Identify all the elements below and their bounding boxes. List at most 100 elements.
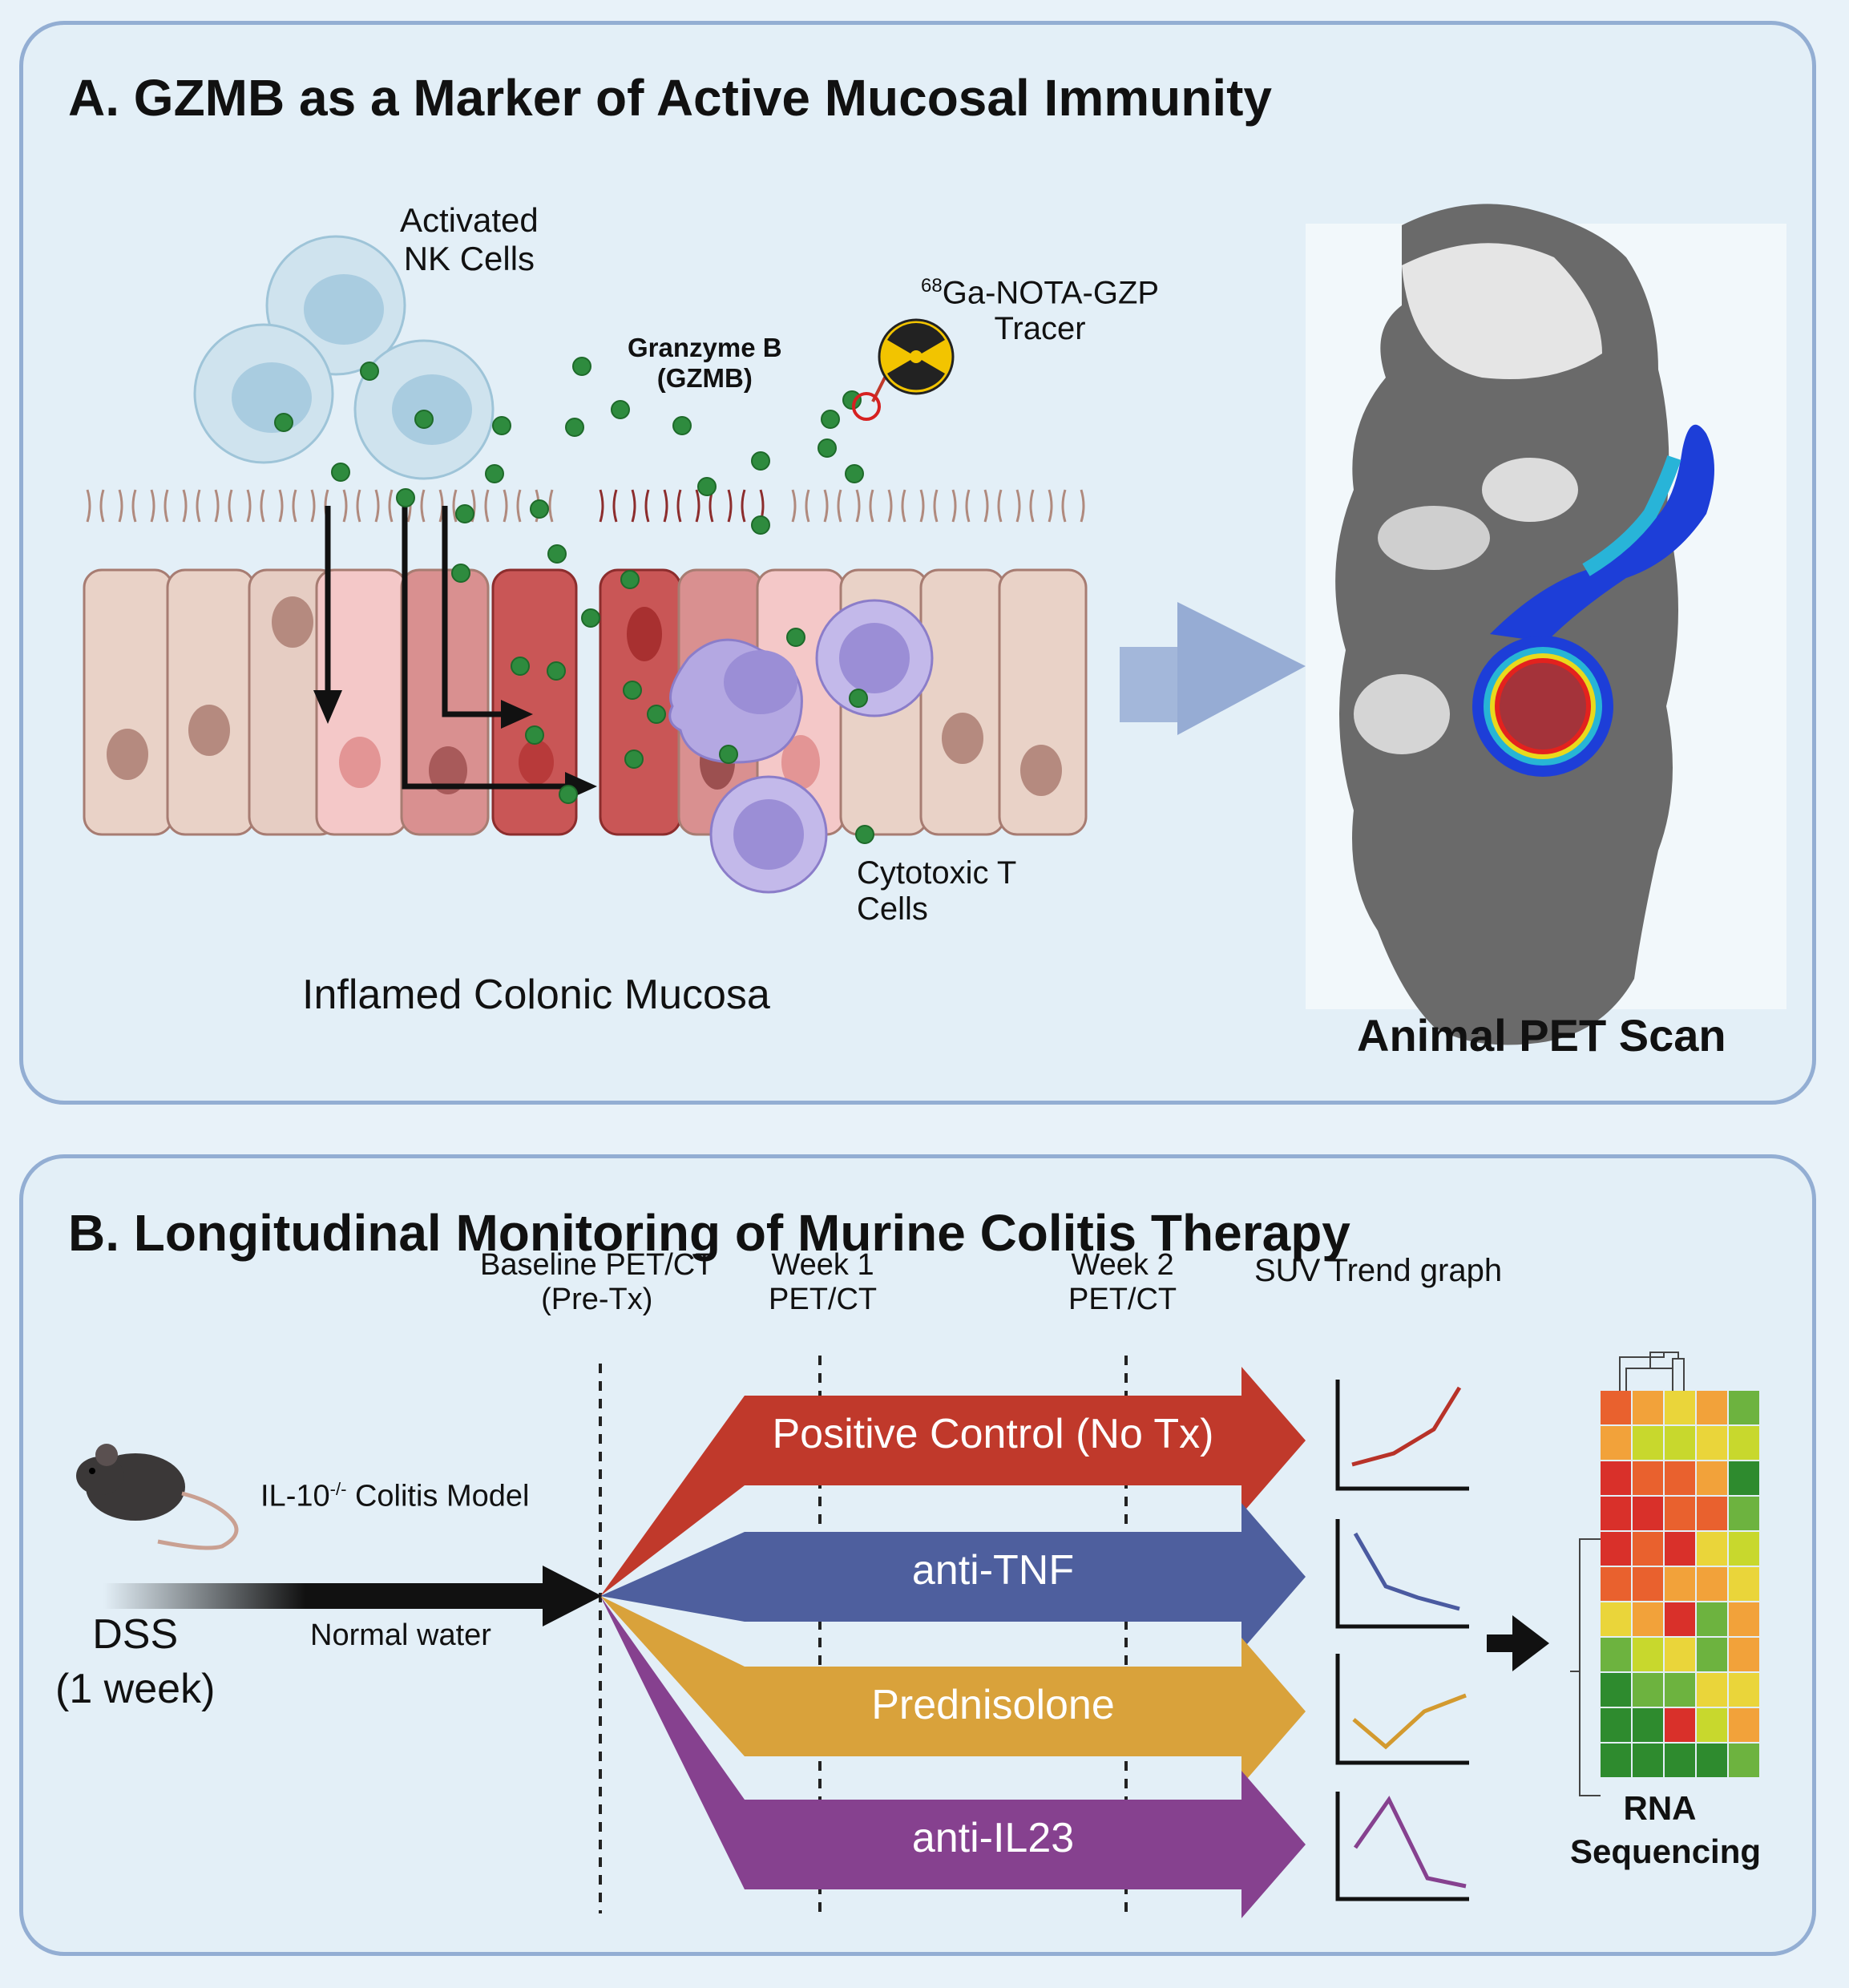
heatmap-cell [1729, 1638, 1759, 1671]
heatmap-cell [1697, 1497, 1727, 1530]
heatmap-cell [1633, 1532, 1663, 1566]
heatmap-cell [1697, 1602, 1727, 1636]
epithelial-cell [166, 568, 256, 836]
heatmap-cell [1665, 1638, 1695, 1671]
panel-b-title: B. Longitudinal Monitoring of Murine Col… [68, 1204, 1350, 1262]
arm-positive-control [600, 1367, 1306, 1596]
heatmap-cell [1729, 1426, 1759, 1460]
panel-a-illustration [83, 204, 1786, 1045]
arm-label-anti-tnf: anti-TNF [911, 1547, 1075, 1594]
heatmap-cell [1729, 1602, 1759, 1636]
trend-prednisolone [1352, 1693, 1467, 1750]
trend-axes [1335, 1380, 1469, 1491]
heatmap-cell [1697, 1532, 1727, 1566]
heatmap-cells [1601, 1391, 1759, 1777]
dss-label: DSS(1 week) [55, 1611, 216, 1712]
heatmap-cell [1601, 1567, 1631, 1601]
epithelial-cells [83, 568, 1088, 836]
heatmap-cell [1665, 1744, 1695, 1777]
heatmap-cell [1697, 1744, 1727, 1777]
arm-label-anti-il23: anti-IL23 [911, 1815, 1075, 1861]
baseline-label: Baseline PET/CT(Pre-Tx) [480, 1248, 714, 1316]
dendrogram [1570, 1352, 1685, 1796]
heatmap-cell [1665, 1532, 1695, 1566]
radioactive-tracer [852, 318, 955, 421]
panel-a-title: A. GZMB as a Marker of Active Mucosal Im… [68, 69, 1272, 127]
heatmap-cell [1729, 1708, 1759, 1742]
heatmap-cell [1697, 1673, 1727, 1707]
heatmap-cell [1601, 1708, 1631, 1742]
tracer-isotope: 68 [921, 275, 943, 297]
heatmap-cell [1665, 1602, 1695, 1636]
heatmap-cell [1665, 1708, 1695, 1742]
tracer-label: 68Ga-NOTA-GZP Tracer [921, 275, 1160, 347]
suv-trend-graphs [1335, 1380, 1469, 1901]
heatmap-cell [1633, 1567, 1663, 1601]
heatmap-cell [1601, 1673, 1631, 1707]
heatmap-cell [1601, 1391, 1631, 1424]
epithelial-cell [919, 568, 1006, 836]
heatmap-cell [1729, 1497, 1759, 1530]
heatmap-cell [1633, 1391, 1663, 1424]
pet-scan-label: Animal PET Scan [1357, 1010, 1726, 1061]
heatmap-cell [1633, 1673, 1663, 1707]
heatmap-cell [1729, 1532, 1759, 1566]
heatmap-cell [1665, 1426, 1695, 1460]
mucosa-label: Inflamed Colonic Mucosa [302, 972, 770, 1018]
heatmap-cell [1601, 1744, 1631, 1777]
heatmap-cell [1633, 1638, 1663, 1671]
heatmap-cell [1633, 1426, 1663, 1460]
epithelial-cell [491, 568, 578, 836]
arm-anti-tnf [600, 1503, 1306, 1651]
heatmap-cell [1601, 1532, 1631, 1566]
arm-label-prednisolone: Prednisolone [871, 1682, 1115, 1728]
heatmap-cell [1697, 1638, 1727, 1671]
heatmap-cell [1601, 1638, 1631, 1671]
heatmap-cell [1601, 1602, 1631, 1636]
trend-axes [1335, 1519, 1469, 1629]
heatmap-cell [1633, 1744, 1663, 1777]
pet-scan-image [1306, 204, 1786, 1045]
treatment-arms [600, 1367, 1306, 1918]
mouse-icon [76, 1444, 239, 1550]
heatmap-cell [1729, 1744, 1759, 1777]
panel-b: B. Longitudinal Monitoring of Murine Col… [19, 1154, 1816, 1956]
heatmap-cell [1729, 1673, 1759, 1707]
microvilli [86, 489, 1085, 523]
trend-anti-il23 [1353, 1796, 1467, 1889]
heatmap-cell [1601, 1426, 1631, 1460]
heatmap-cell [1665, 1673, 1695, 1707]
heatmap-cell [1665, 1497, 1695, 1530]
heatmap-cell [1697, 1567, 1727, 1601]
granzyme-dots [274, 357, 874, 844]
panel-b-illustration [76, 1352, 1759, 1918]
infiltration-arrows [325, 506, 568, 790]
panel-a: A. GZMB as a Marker of Active Mucosal Im… [19, 21, 1816, 1105]
heatmap-cell [1633, 1497, 1663, 1530]
rna-seq-arrow [1487, 1615, 1549, 1671]
model-label: IL-10-/- Colitis Model [260, 1479, 530, 1513]
heatmap-cell [1729, 1567, 1759, 1601]
heatmap-cell [1601, 1461, 1631, 1495]
heatmap-cell [1697, 1461, 1727, 1495]
heatmap-cell [1697, 1426, 1727, 1460]
trend-axes [1335, 1792, 1469, 1901]
heatmap-cell [1665, 1567, 1695, 1601]
heatmap-cell [1633, 1602, 1663, 1636]
arm-label-positive-control: Positive Control (No Tx) [772, 1411, 1214, 1457]
suv-trend-label: SUV Trend graph [1254, 1253, 1503, 1288]
heatmap-cell [1697, 1391, 1727, 1424]
heatmap-cell [1665, 1391, 1695, 1424]
t-cells [668, 599, 934, 894]
trend-axes [1335, 1654, 1469, 1765]
heatmap-cell [1601, 1497, 1631, 1530]
nuclei [107, 596, 1062, 796]
timeline-arrow [103, 1583, 552, 1609]
heatmap-cell [1697, 1708, 1727, 1742]
normal-water-label: Normal water [310, 1618, 491, 1652]
